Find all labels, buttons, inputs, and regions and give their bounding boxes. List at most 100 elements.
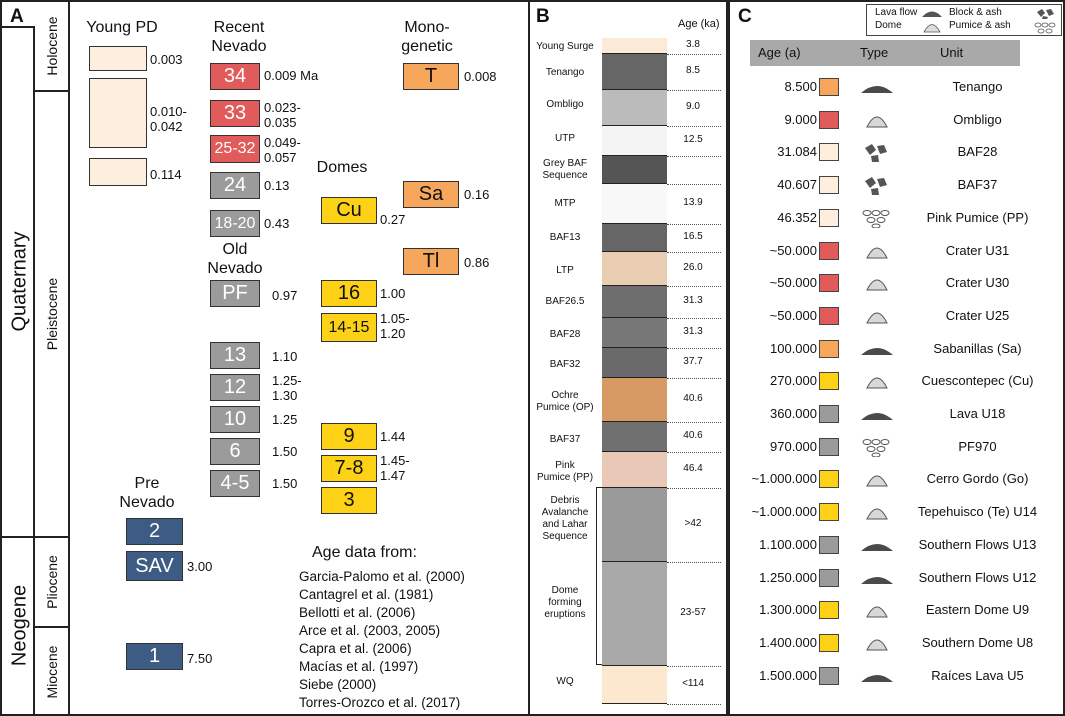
young-pd-age: 0.003: [150, 52, 183, 67]
age-ka-header: Age (ka): [678, 18, 720, 30]
row-color-swatch: [819, 274, 839, 293]
unit-age-label: 0.023- 0.035: [264, 100, 301, 130]
pumice-ash-icon: [1034, 22, 1056, 34]
row-age: 1.400.000: [759, 634, 817, 650]
epoch-holocene-label: Holocene: [44, 16, 60, 76]
pumice-ash-icon: [859, 437, 895, 459]
row-color-swatch: [819, 372, 839, 391]
row-unit: BAF28: [957, 144, 998, 160]
table-row: 1.250.000 Southern Flows U12: [730, 562, 1065, 595]
lava-flow-icon: [859, 404, 895, 426]
row-unit: Cuescontepec (Cu): [921, 373, 1034, 389]
row-color-swatch: [819, 666, 839, 685]
row-unit: BAF37: [957, 177, 998, 193]
epoch-pliocene-label: Pliocene: [44, 555, 60, 609]
type-legend: Lava flow Dome Block & ash Pumice & ash: [866, 4, 1062, 36]
table-row: 46.352 Pink Pumice (PP): [730, 202, 1065, 235]
row-color-swatch: [819, 110, 839, 129]
strat-divider: [667, 156, 721, 157]
unit-box: 6: [210, 438, 260, 465]
strat-divider: [667, 452, 721, 453]
ref-entry: Macías et al. (1997): [299, 659, 419, 674]
strat-divider: [667, 378, 721, 379]
table-row: 1.400.000 Southern Dome U8: [730, 627, 1065, 660]
strat-unit-name: WQ: [556, 676, 574, 687]
row-color-swatch: [819, 535, 839, 554]
young-pd-box: [89, 158, 147, 186]
unit-box: 3: [321, 487, 377, 514]
strat-unit-age: 40.6: [683, 430, 703, 441]
unit-box: T: [403, 63, 459, 90]
strat-unit-age: 26.0: [683, 262, 703, 273]
epoch-pliocene: Pliocene: [35, 538, 70, 628]
row-unit: Southern Dome U8: [921, 634, 1034, 650]
dome-icon: [923, 24, 941, 33]
pumice-ash-icon: [859, 208, 895, 230]
row-unit: Cerro Gordo (Go): [926, 471, 1029, 487]
row-unit: Pink Pumice (PP): [926, 209, 1029, 225]
row-unit: Ombligo: [953, 111, 1002, 127]
block-ash-icon: [1037, 9, 1054, 19]
strat-layer: [602, 452, 667, 488]
strat-unit-name: BAF13: [549, 232, 581, 243]
row-color-swatch: [819, 306, 839, 325]
strat-layer: [602, 286, 667, 318]
unit-box: 25-32: [210, 135, 260, 163]
row-unit: Crater U31: [945, 242, 1010, 258]
strat-unit-age: 8.5: [686, 65, 700, 76]
strat-unit-age: 46.4: [683, 463, 703, 474]
strat-layer: [602, 184, 667, 224]
unit-age-label: 0.009 Ma: [264, 68, 319, 83]
strat-layer: [602, 488, 667, 562]
unit-box: 33: [210, 100, 260, 127]
row-unit: Southern Flows U12: [918, 569, 1037, 585]
row-color-swatch: [819, 208, 839, 227]
header-unit: Unit: [940, 45, 964, 60]
row-color-swatch: [819, 601, 839, 620]
unit-box: Tl: [403, 248, 459, 275]
strat-unit-age: 3.8: [686, 39, 700, 50]
header-young-pd: Young PD: [86, 19, 158, 36]
period-quaternary-label: Quaternary: [8, 231, 31, 332]
period-neogene: Neogene: [2, 538, 35, 716]
unit-box: 16: [321, 280, 377, 307]
ref-entry: Torres-Orozco et al. (2017): [299, 695, 461, 710]
dome-icon: [859, 469, 895, 491]
unit-age-label: 1.44: [380, 429, 406, 444]
row-age: 1.100.000: [759, 536, 817, 552]
strat-unit-age: 40.6: [683, 393, 703, 404]
panel-c: C Lava flow Dome Block & ash Pumice & as…: [728, 0, 1065, 716]
legend-dome: Dome: [875, 20, 902, 31]
legend-block-ash: Block & ash: [949, 7, 1002, 18]
unit-box: 18-20: [210, 210, 260, 237]
row-unit: Crater U30: [945, 275, 1010, 291]
row-age: ~1.000.000: [751, 471, 817, 487]
row-age: 1.250.000: [759, 569, 817, 585]
unit-age-label: 1.50: [272, 444, 298, 459]
strat-layer: [602, 90, 667, 126]
legend-pumice-ash: Pumice & ash: [949, 20, 1011, 31]
row-age: 100.000: [770, 340, 817, 356]
strat-unit-age: >42: [684, 518, 702, 529]
strat-divider: [667, 318, 721, 319]
ref-entry: Garcia-Palomo et al. (2000): [299, 569, 465, 584]
unit-age-label: 3.00: [187, 559, 213, 574]
ref-entry: Capra et al. (2006): [299, 641, 412, 656]
strat-layer: [602, 126, 667, 156]
row-color-swatch: [819, 568, 839, 587]
strat-divider: [667, 54, 721, 55]
unit-age-label: 1.00: [380, 286, 406, 301]
strat-divider: [667, 348, 721, 349]
unit-box: 4-5: [210, 470, 260, 497]
row-age: 46.352: [777, 209, 817, 225]
unit-box: 13: [210, 342, 260, 369]
epoch-pleistocene: Pleistocene: [35, 92, 70, 538]
